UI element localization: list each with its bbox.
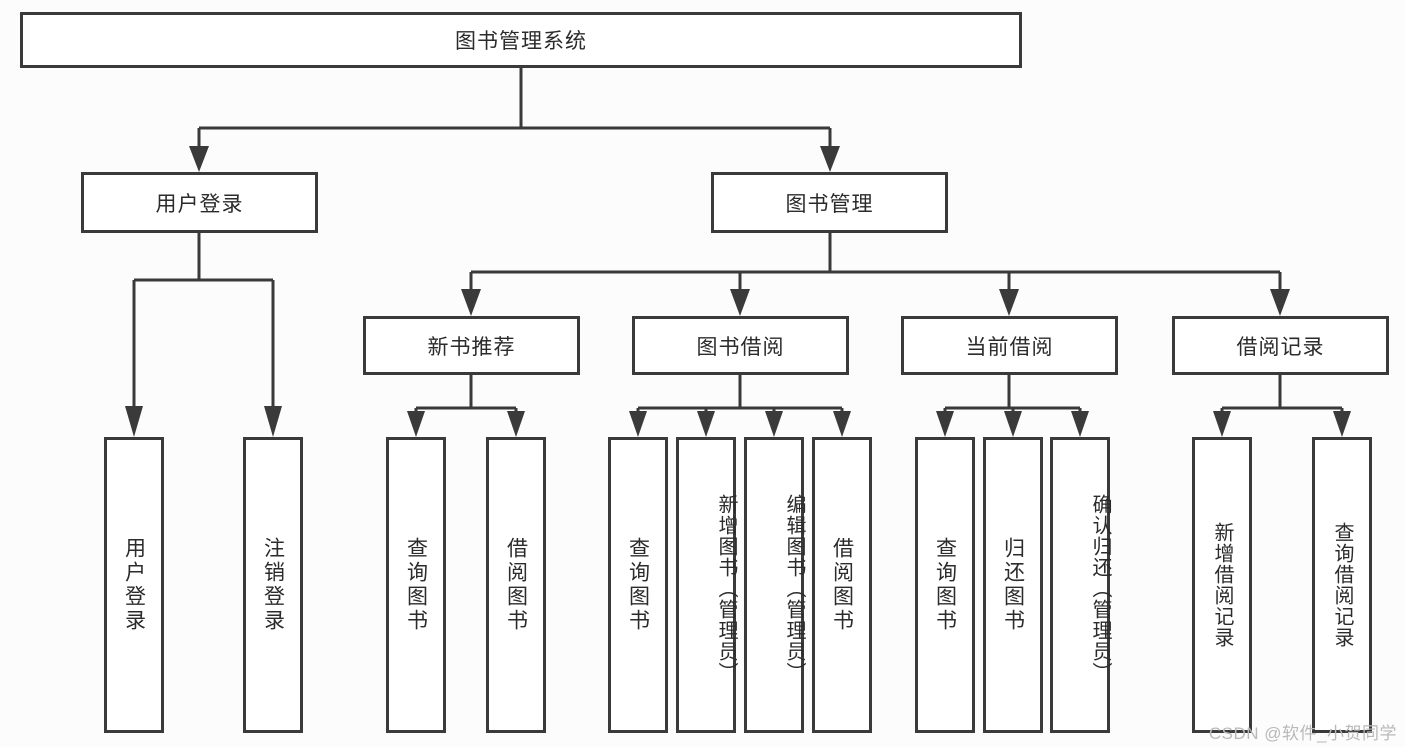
rect-leaf-query-record xyxy=(1312,437,1372,733)
arrow-leaf-confirm-return xyxy=(1071,411,1089,437)
rect-current-borrow xyxy=(901,316,1118,375)
arrow-leaf-return-book xyxy=(1004,411,1022,437)
rect-leaf-confirm-return xyxy=(1050,437,1110,733)
rect-borrow-record xyxy=(1172,316,1389,375)
arrow-leaf-add-book xyxy=(697,411,715,437)
arrow-to-book-manage xyxy=(820,146,840,172)
rect-leaf-logout xyxy=(243,437,303,733)
arrow-leaf-add-record xyxy=(1213,411,1231,437)
arrow-new-book-rec xyxy=(461,289,481,316)
rect-book-borrow xyxy=(632,316,849,375)
arrow-current-borrow xyxy=(999,289,1019,316)
rect-leaf-query-book-cur xyxy=(915,437,975,733)
connectors xyxy=(125,67,1351,437)
rect-leaf-user-login xyxy=(104,437,164,733)
arrow-leaf-logout xyxy=(264,406,282,437)
arrow-leaf-query-book-rec xyxy=(407,411,425,437)
rect-leaf-borrow-book-rec xyxy=(486,437,546,733)
arrow-borrow-record xyxy=(1270,289,1290,316)
node-rects xyxy=(20,12,1389,733)
rect-leaf-borrow-book xyxy=(812,437,872,733)
arrow-leaf-query-book-cur xyxy=(936,411,954,437)
csdn-watermark: CSDN @软件_小贺同学 xyxy=(1208,724,1397,743)
rect-user-login xyxy=(81,172,318,233)
arrow-leaf-user-login xyxy=(125,406,143,437)
arrow-book-borrow xyxy=(730,289,750,316)
arrow-leaf-borrow-book-rec xyxy=(507,411,525,437)
rect-leaf-query-book-rec xyxy=(386,437,446,733)
rect-leaf-query-book-borrow xyxy=(608,437,668,733)
arrow-leaf-borrow-book xyxy=(833,411,851,437)
rect-leaf-return-book xyxy=(983,437,1043,733)
arrow-leaf-query-record xyxy=(1333,411,1351,437)
arrow-leaf-edit-book xyxy=(765,411,783,437)
rect-leaf-add-book xyxy=(676,437,736,733)
rect-leaf-add-record xyxy=(1192,437,1252,733)
arrow-to-user-login xyxy=(189,146,209,172)
arrow-leaf-query-book-borrow xyxy=(629,411,647,437)
rect-book-manage xyxy=(711,172,948,233)
rect-root xyxy=(20,12,1022,68)
rect-leaf-edit-book xyxy=(744,437,804,733)
rect-new-book-rec xyxy=(363,316,580,375)
